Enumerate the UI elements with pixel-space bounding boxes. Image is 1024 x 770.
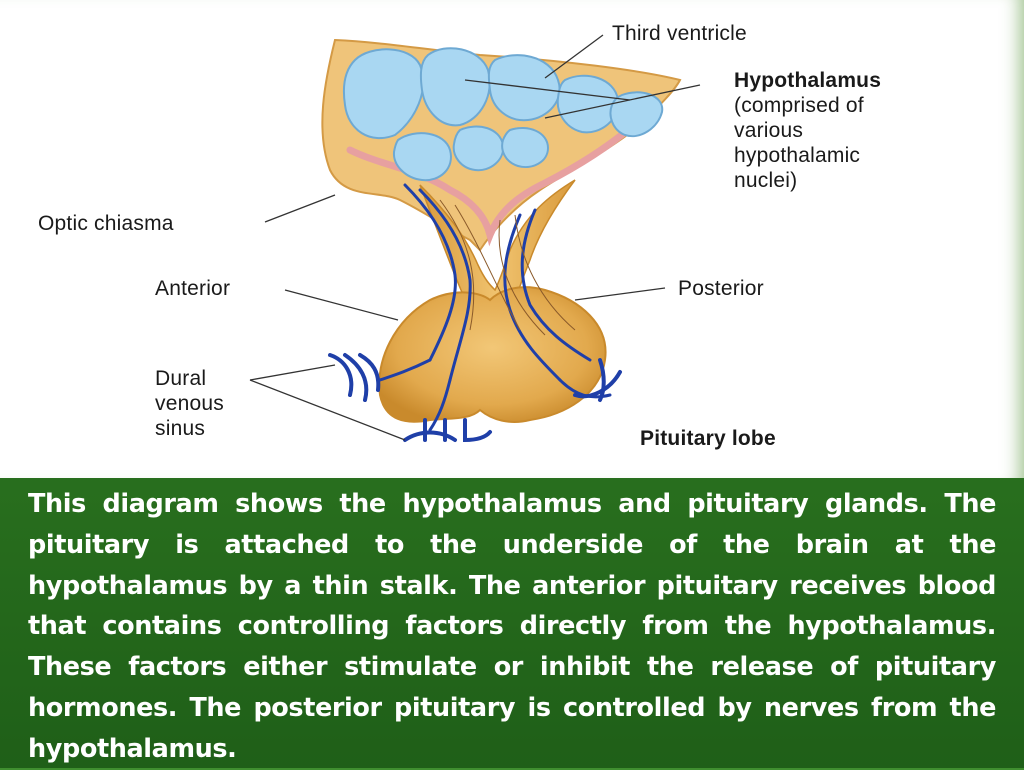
sinus-vessel (358, 353, 381, 392)
nerve-fiber (439, 199, 475, 331)
vessel (428, 378, 452, 432)
leader-dural-1 (249, 364, 336, 381)
nucleus (419, 47, 491, 127)
nucleus (452, 125, 505, 172)
nucleus (392, 132, 452, 182)
hypothalamus-pituitary-diagram: Third ventricle Hypothalamus (comprised … (38, 22, 881, 450)
leader-optic-chiasma (264, 194, 336, 223)
leader-anterior (284, 289, 399, 321)
leader-third-ventricle (544, 34, 604, 79)
sinus-vessel (343, 353, 369, 402)
sinus-vessel (403, 430, 457, 442)
sinus-vessel (328, 353, 354, 397)
leader-hypothalamus-1 (464, 79, 631, 101)
vessel (418, 188, 472, 382)
caption-paragraph: This diagram shows the hypothalamus and … (28, 489, 996, 764)
label-hypothalamus-note-1: (comprised of (734, 94, 864, 117)
vessel (503, 213, 562, 382)
label-optic-chiasma: Optic chiasma (38, 212, 174, 235)
sinus-vessel (598, 358, 606, 402)
label-dural: Dural (155, 367, 206, 390)
label-posterior: Posterior (678, 277, 764, 300)
nerve-fiber (454, 204, 521, 331)
label-anterior: Anterior (155, 277, 230, 300)
sinus-vessel (463, 418, 492, 443)
vessel (520, 208, 592, 362)
label-hypothalamus-note-3: hypothalamic (734, 144, 860, 167)
nucleus (342, 48, 425, 140)
label-pituitary-lobe: Pituitary lobe (640, 427, 776, 450)
nerve-fibers (439, 199, 576, 336)
leader-dural-2 (249, 379, 406, 441)
dural-venous-sinus-vessels (328, 353, 622, 443)
sinus-vessel (573, 370, 622, 399)
hypothalamic-nuclei (342, 47, 664, 182)
label-venous: venous (155, 392, 224, 415)
nerve-fiber (498, 219, 546, 336)
nucleus (609, 91, 664, 138)
vessel (378, 358, 432, 382)
diagram-panel: Third ventricle Hypothalamus (comprised … (38, 22, 881, 450)
label-sinus: sinus (155, 417, 205, 440)
pituitary-gland (378, 286, 607, 423)
leader-hypothalamus-2 (544, 84, 701, 119)
nucleus (501, 127, 550, 168)
leader-posterior (574, 287, 666, 301)
portal-blood-vessels (378, 183, 612, 432)
nerve-fiber (514, 214, 576, 331)
label-third-ventricle: Third ventricle (612, 22, 747, 45)
label-hypothalamus: Hypothalamus (734, 69, 881, 92)
vessel (403, 183, 457, 362)
label-hypothalamus-note-4: nuclei) (734, 169, 797, 192)
label-hypothalamus-note-2: various (734, 119, 803, 142)
